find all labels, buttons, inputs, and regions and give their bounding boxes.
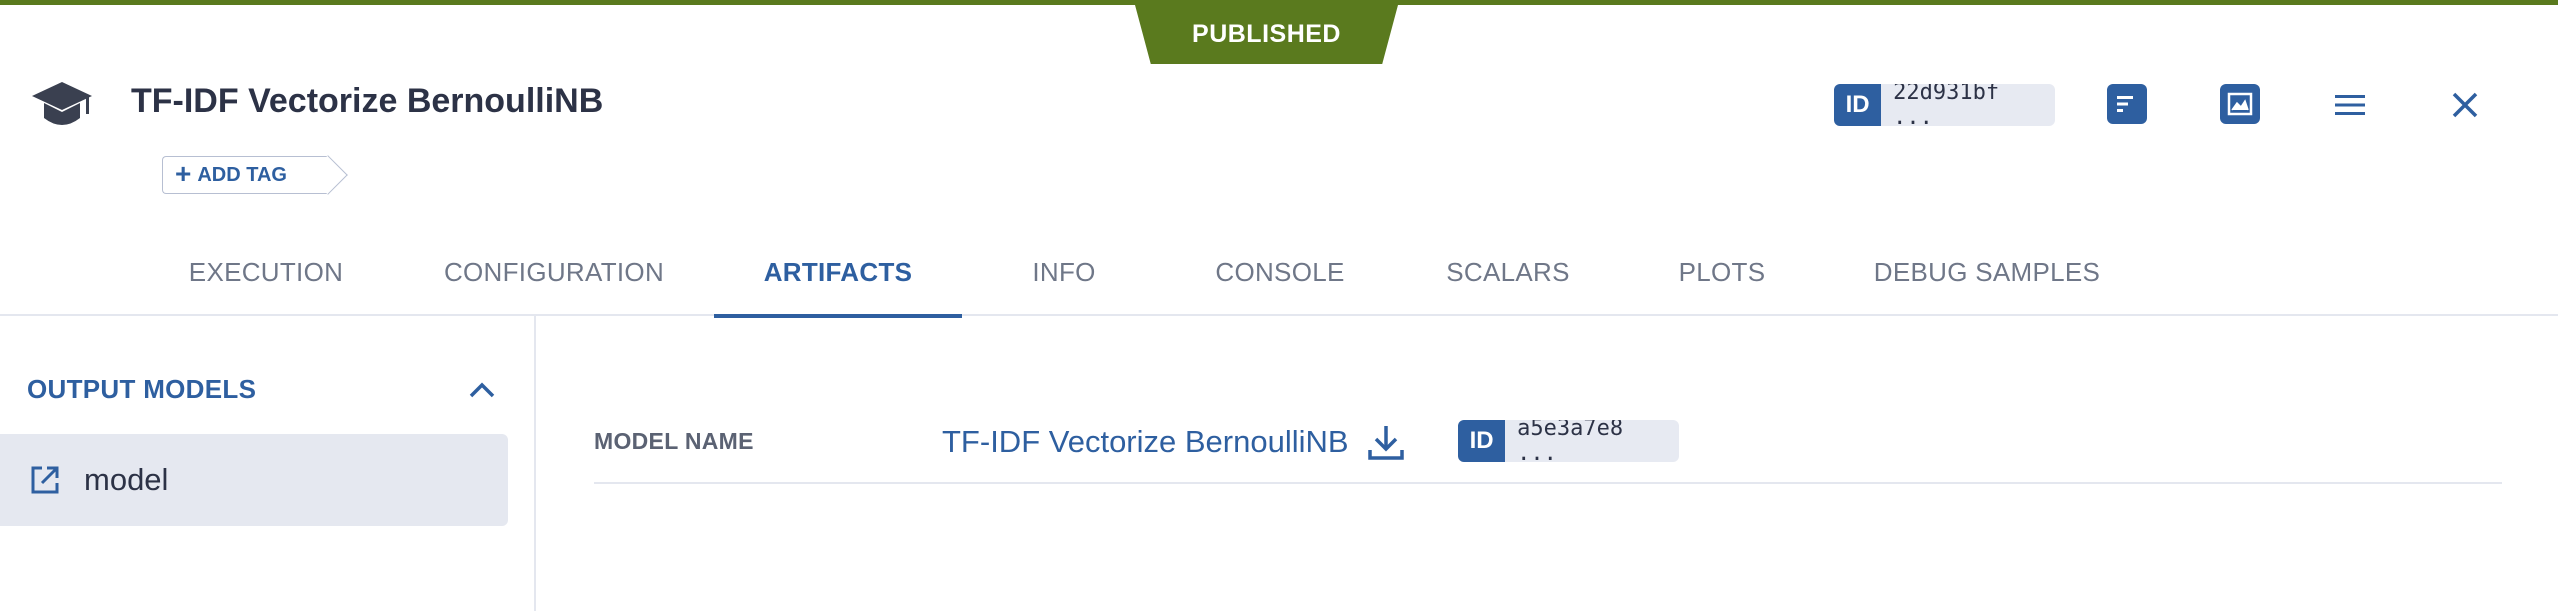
tab-bar: EXECUTION CONFIGURATION ARTIFACTS INFO C… xyxy=(0,228,2558,318)
top-status-bar xyxy=(0,0,2558,5)
full-screen-results-button[interactable] xyxy=(2220,84,2260,124)
download-button[interactable] xyxy=(1364,420,1408,464)
tab-plots[interactable]: PLOTS xyxy=(1678,256,1766,287)
id-label: ID xyxy=(1834,84,1882,126)
artifact-details: MODEL NAME TF-IDF Vectorize BernoulliNB … xyxy=(538,316,2558,611)
task-id-chip[interactable]: ID 22d931bf ... xyxy=(1834,84,2055,126)
id-label: ID xyxy=(1458,420,1506,462)
tab-execution[interactable]: EXECUTION xyxy=(188,256,344,287)
model-name-label: MODEL NAME xyxy=(594,428,754,454)
model-name-row: MODEL NAME TF-IDF Vectorize BernoulliNB … xyxy=(594,404,2502,484)
section-title: OUTPUT MODELS xyxy=(27,374,257,404)
task-title: TF-IDF Vectorize BernoulliNB xyxy=(131,82,604,120)
add-tag-button[interactable]: + ADD TAG xyxy=(162,156,328,194)
plus-icon: + xyxy=(175,158,192,189)
id-value: 22d931bf ... xyxy=(1881,84,2055,126)
model-id-chip[interactable]: ID a5e3a7e8 ... xyxy=(1458,420,1679,462)
close-button[interactable] xyxy=(2440,80,2490,130)
tab-info[interactable]: INFO xyxy=(1032,256,1096,287)
details-panel-button[interactable] xyxy=(2107,84,2147,124)
external-link-icon xyxy=(31,466,59,494)
tab-configuration[interactable]: CONFIGURATION xyxy=(443,256,665,287)
download-icon xyxy=(1368,426,1404,460)
chevron-up-icon[interactable] xyxy=(467,380,497,400)
menu-button[interactable] xyxy=(2325,80,2375,130)
status-badge: PUBLISHED xyxy=(1135,5,1398,64)
task-header: TF-IDF Vectorize BernoulliNB ID 22d931bf… xyxy=(0,60,2558,150)
tab-debug-samples[interactable]: DEBUG SAMPLES xyxy=(1873,256,2101,287)
sidebar-item-model[interactable]: model xyxy=(0,434,508,526)
close-icon xyxy=(2452,92,2478,118)
sidebar-item-label: model xyxy=(84,462,169,497)
tab-console[interactable]: CONSOLE xyxy=(1215,256,1345,287)
output-models-header[interactable]: OUTPUT MODELS xyxy=(27,374,497,405)
tab-artifacts[interactable]: ARTIFACTS xyxy=(714,228,962,318)
model-name-link[interactable]: TF-IDF Vectorize BernoulliNB xyxy=(942,424,1349,459)
add-tag-label: ADD TAG xyxy=(197,163,287,186)
artifacts-sidebar: OUTPUT MODELS model xyxy=(0,316,536,611)
chart-image-icon xyxy=(2227,92,2253,116)
details-icon xyxy=(2117,96,2133,112)
graduation-cap-icon xyxy=(32,82,92,125)
menu-icon xyxy=(2335,95,2365,115)
tab-scalars[interactable]: SCALARS xyxy=(1446,256,1570,287)
id-value: a5e3a7e8 ... xyxy=(1505,420,1679,462)
